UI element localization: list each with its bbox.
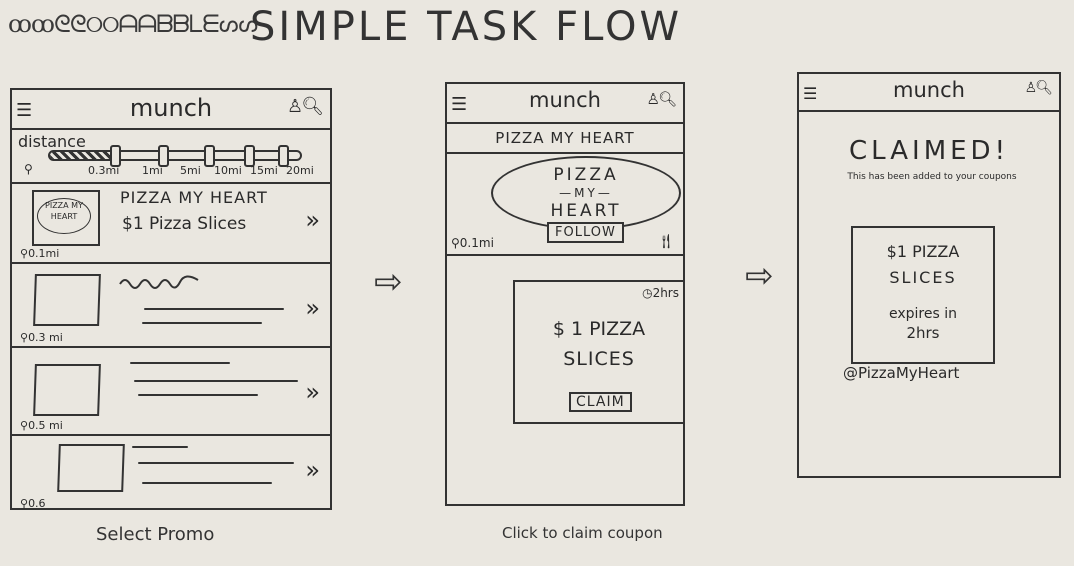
image-placeholder bbox=[57, 444, 125, 492]
coupon-title: $ 1 PIZZA bbox=[552, 318, 646, 340]
slider-tick[interactable] bbox=[278, 145, 289, 167]
app-topbar: ☰ munch ♙🔍︎ bbox=[799, 74, 1059, 112]
image-placeholder bbox=[33, 274, 101, 326]
caption-claim-coupon: Click to claim coupon bbox=[502, 524, 663, 542]
search-icon[interactable]: 🔍︎ bbox=[1035, 80, 1053, 96]
promo-distance: ⚲0.5 mi bbox=[20, 419, 63, 432]
text-placeholder bbox=[132, 446, 188, 448]
follow-button[interactable]: FOLLOW bbox=[547, 222, 624, 243]
logo-line: HEART bbox=[550, 201, 622, 221]
text-placeholder bbox=[138, 394, 258, 396]
promo-venue-name: PIZZA MY HEART bbox=[120, 188, 268, 207]
search-icon[interactable]: 🔍︎ bbox=[657, 90, 677, 108]
coupon-subtitle: SLICES bbox=[563, 348, 635, 370]
screen-claimed: ☰ munch ♙🔍︎ CLAIMED! This has been added… bbox=[797, 72, 1061, 478]
promo-distance: ⚲0.1mi bbox=[20, 247, 60, 260]
screen-select-promo: ☰ munch ♙🔍︎ distance ⚲ 0.3mi 1mi 5mi 10m… bbox=[10, 88, 332, 510]
coupon-subtitle: SLICES bbox=[889, 268, 957, 287]
person-icon[interactable]: ♙ bbox=[287, 96, 303, 117]
text-placeholder bbox=[119, 275, 199, 289]
venue-logo: PIZZA MY HEART bbox=[32, 190, 100, 246]
promo-deal: $1 Pizza Slices bbox=[122, 214, 247, 234]
app-topbar: ☰ munch ♙🔍︎ bbox=[12, 90, 330, 130]
distance-filter: distance ⚲ 0.3mi 1mi 5mi 10mi 15mi 20mi bbox=[12, 130, 330, 184]
hamburger-icon[interactable]: ☰ bbox=[451, 94, 468, 115]
flow-arrow-icon: ⇨ bbox=[745, 256, 774, 296]
tick-label: 15mi bbox=[250, 164, 278, 177]
list-item[interactable]: » ⚲0.6 bbox=[12, 436, 330, 510]
scribbled-heading: ꝏꝏᘓᘓ୦୦ᗩᗩᗷᗷᒪᗴᔕᔕ bbox=[8, 10, 259, 38]
caption-select-promo: Select Promo bbox=[96, 524, 215, 545]
logo-text: PIZZA MY HEART bbox=[37, 198, 91, 234]
person-icon[interactable]: ♙ bbox=[646, 90, 661, 108]
page-title: SIMPLE TASK FLOW bbox=[250, 4, 683, 50]
tick-label: 10mi bbox=[214, 164, 242, 177]
coupon-card[interactable]: ◷2hrs $ 1 PIZZA SLICES CLAIM bbox=[513, 280, 685, 424]
clock-icon: ◷ bbox=[642, 286, 653, 300]
venue-distance: ⚲0.1mi bbox=[451, 236, 494, 250]
promo-distance: ⚲0.3 mi bbox=[20, 331, 63, 344]
chevron-right-icon[interactable]: » bbox=[305, 456, 320, 484]
screen-claim-coupon: ☰ munch ♙🔍︎ PIZZA MY HEART PIZZA —MY— HE… bbox=[445, 82, 685, 506]
flow-arrow-icon: ⇨ bbox=[374, 262, 403, 302]
text-placeholder bbox=[142, 482, 272, 484]
expiry-value: 2hrs bbox=[906, 324, 940, 342]
text-placeholder bbox=[134, 380, 298, 382]
venue-header: PIZZA —MY— HEART FOLLOW ⚲0.1mi 🍴︎ bbox=[447, 154, 683, 256]
slider-fill bbox=[50, 152, 113, 159]
tick-label: 20mi bbox=[286, 164, 314, 177]
location-pin-icon: ⚲ bbox=[24, 162, 33, 176]
chevron-right-icon[interactable]: » bbox=[305, 294, 320, 322]
hamburger-icon[interactable]: ☰ bbox=[16, 100, 33, 121]
venue-handle[interactable]: @PizzaMyHeart bbox=[843, 364, 960, 382]
tick-label: 0.3mi bbox=[88, 164, 120, 177]
claimed-heading: CLAIMED! bbox=[849, 136, 1009, 166]
fork-knife-icon: 🍴︎ bbox=[657, 234, 675, 250]
text-placeholder bbox=[142, 322, 262, 324]
expiry-label: expires in bbox=[889, 306, 957, 322]
list-item[interactable]: PIZZA MY HEART PIZZA MY HEART $1 Pizza S… bbox=[12, 184, 330, 264]
text-placeholder bbox=[130, 362, 230, 364]
text-placeholder bbox=[138, 462, 294, 464]
app-brand: munch bbox=[129, 94, 213, 122]
text-placeholder bbox=[144, 308, 284, 310]
list-item[interactable]: » ⚲0.3 mi bbox=[12, 264, 330, 348]
distance-slider[interactable] bbox=[48, 145, 302, 167]
claim-button[interactable]: CLAIM bbox=[569, 392, 632, 412]
slider-tick[interactable] bbox=[110, 145, 121, 167]
coupon-timer: ◷2hrs bbox=[642, 286, 679, 300]
list-item[interactable]: » ⚲0.5 mi bbox=[12, 348, 330, 436]
tick-label: 5mi bbox=[180, 164, 201, 177]
venue-logo: PIZZA —MY— HEART bbox=[491, 156, 681, 230]
search-icon[interactable]: 🔍︎ bbox=[301, 96, 324, 117]
distance-label: distance bbox=[18, 132, 86, 151]
claimed-coupon-card[interactable]: $1 PIZZA SLICES expires in 2hrs bbox=[851, 226, 995, 364]
app-topbar: ☰ munch ♙🔍︎ bbox=[447, 84, 683, 124]
venue-title: PIZZA MY HEART bbox=[447, 124, 683, 154]
tick-label: 1mi bbox=[142, 164, 163, 177]
slider-tick[interactable] bbox=[204, 145, 215, 167]
logo-line: —MY— bbox=[559, 186, 613, 200]
chevron-right-icon[interactable]: » bbox=[305, 206, 320, 234]
claimed-message: This has been added to your coupons bbox=[847, 172, 1017, 182]
person-icon[interactable]: ♙ bbox=[1024, 80, 1037, 96]
coupon-title: $1 PIZZA bbox=[886, 242, 960, 261]
slider-tick[interactable] bbox=[244, 145, 255, 167]
app-brand: munch bbox=[893, 78, 965, 102]
hamburger-icon[interactable]: ☰ bbox=[803, 84, 818, 103]
app-brand: munch bbox=[529, 88, 601, 112]
image-placeholder bbox=[33, 364, 101, 416]
logo-line: PIZZA bbox=[553, 165, 619, 185]
promo-distance: ⚲0.6 bbox=[20, 497, 46, 510]
slider-tick[interactable] bbox=[158, 145, 169, 167]
chevron-right-icon[interactable]: » bbox=[305, 378, 320, 406]
